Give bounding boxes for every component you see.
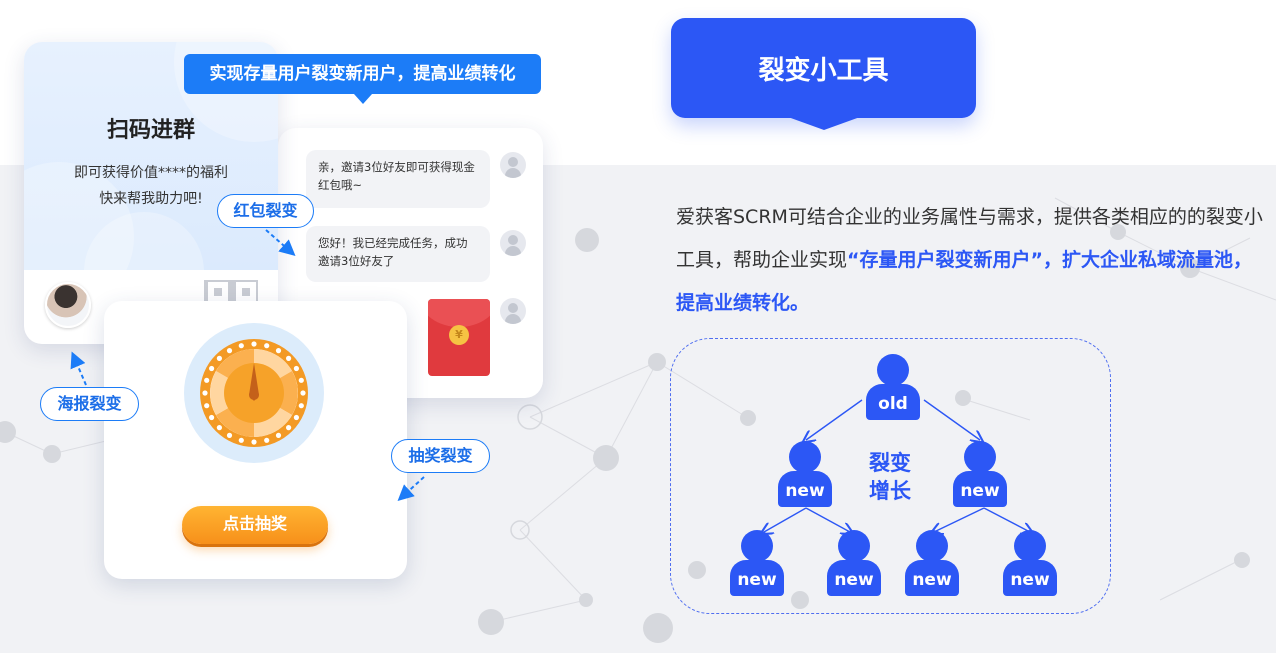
fission-growth-caption: 裂变 增长 xyxy=(850,449,930,505)
tree-node-new: new xyxy=(778,441,832,507)
red-packet-icon[interactable]: ¥ xyxy=(428,299,490,376)
tree-node-new: new xyxy=(730,530,784,596)
title-badge-label: 裂变小工具 xyxy=(758,55,889,86)
tree-node-old: old xyxy=(866,354,920,420)
tree-node-label: new xyxy=(953,471,1007,507)
poster-subtitle-help: 快来帮我助力吧! xyxy=(99,191,203,207)
draw-lottery-button[interactable]: 点击抽奖 xyxy=(182,506,328,544)
person-icon xyxy=(741,530,773,562)
chat-user-avatar-icon xyxy=(500,298,526,324)
poster-fission-label[interactable]: 海报裂变 xyxy=(40,387,139,421)
red-packet-chat-card: 亲，邀请3位好友即可获得现金红包哦~ 您好！我已经完成任务，成功邀请3位好友了 … xyxy=(278,128,543,398)
chat-user-avatar-icon xyxy=(500,230,526,256)
tree-node-new: new xyxy=(905,530,959,596)
tree-node-new: new xyxy=(953,441,1007,507)
tree-node-label: new xyxy=(827,560,881,596)
poster-title: 扫码进群 xyxy=(106,118,195,143)
tree-node-new: new xyxy=(1003,530,1057,596)
chat-user-avatar-icon xyxy=(500,152,526,178)
chat-message-invite: 亲，邀请3位好友即可获得现金红包哦~ xyxy=(306,150,490,208)
description-highlight: “存量用户裂变新用户”，扩大企业私域流量池，提高业绩转化。 xyxy=(676,249,1252,314)
poster-subtitle-benefit: 即可获得价值****的福利 xyxy=(74,165,228,181)
lottery-card: 点击抽奖 xyxy=(104,301,407,579)
person-icon xyxy=(789,441,821,473)
person-icon xyxy=(1014,530,1046,562)
headline-speech-bubble: 实现存量用户裂变新用户，提高业绩转化 xyxy=(184,54,541,104)
person-icon xyxy=(838,530,870,562)
lottery-wheel-icon[interactable] xyxy=(184,323,324,463)
person-icon xyxy=(877,354,909,386)
tree-node-label: new xyxy=(905,560,959,596)
tree-node-label: new xyxy=(778,471,832,507)
red-packet-fission-label[interactable]: 红包裂变 xyxy=(217,194,314,228)
tree-node-label: new xyxy=(1003,560,1057,596)
fission-growth-diagram xyxy=(670,338,1111,614)
description-text: 爱获客SCRM可结合企业的业务属性与需求，提供各类相应的的裂变小工具，帮助企业实… xyxy=(676,206,1263,271)
tree-node-label: old xyxy=(866,384,920,420)
tree-node-label: new xyxy=(730,560,784,596)
caption-line-growth: 增长 xyxy=(869,479,911,503)
description-paragraph: 爱获客SCRM可结合企业的业务属性与需求，提供各类相应的的裂变小工具，帮助企业实… xyxy=(676,196,1268,325)
person-icon xyxy=(964,441,996,473)
user-avatar xyxy=(45,282,91,328)
title-badge: 裂变小工具 xyxy=(671,18,976,118)
red-packet-coin: ¥ xyxy=(449,325,469,345)
lottery-fission-label[interactable]: 抽奖裂变 xyxy=(391,439,490,473)
person-icon xyxy=(916,530,948,562)
tree-node-new: new xyxy=(827,530,881,596)
caption-line-fission: 裂变 xyxy=(869,451,911,475)
chat-message-reply: 您好！我已经完成任务，成功邀请3位好友了 xyxy=(306,226,490,282)
